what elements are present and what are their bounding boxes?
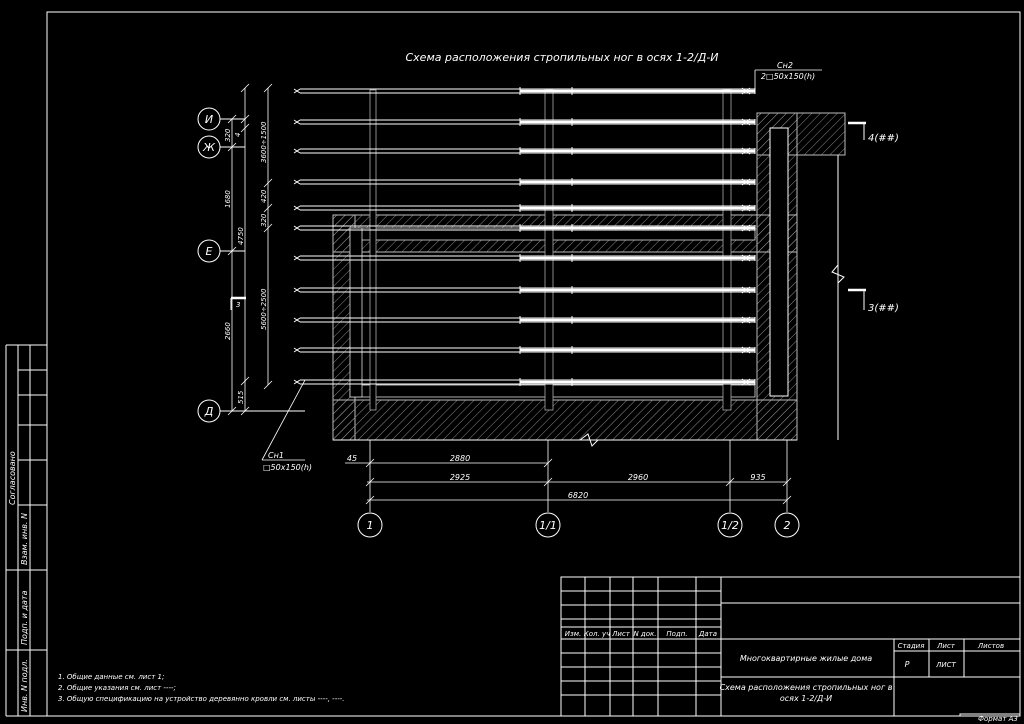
axis-label-I: И [205,113,213,126]
stamp-col-izm: Изм. [565,630,581,638]
stamp-sheet-title-1: Схема расположения стропильных ног в [720,683,893,692]
beam-label-bottom-2: □50х150(h) [263,463,312,472]
rafter [293,87,756,95]
column-axes [357,512,800,538]
side-label-inv-orig: Инв. N подл. [20,659,29,712]
rafter [293,224,756,232]
dim-spacing-2: 420 [260,189,268,203]
side-label-sign-date: Подп. и дата [20,590,29,645]
dim-935: 935 [750,473,765,482]
rafter [293,178,756,186]
dim-2925: 2925 [450,473,470,482]
side-label-swap-inv: Взам. инв. N [20,513,29,565]
side-label-agreed: Согласовано [8,451,17,505]
left-dimensions [227,83,273,416]
stamp-col-list: Лист [611,630,631,638]
dim-4: 4 [234,133,242,137]
dim-320-left: 320 [224,128,232,142]
axis-label-1: 1 [367,519,374,532]
beam-label-top-1: Сн2 [777,61,793,70]
axis-label-2: 2 [784,519,791,532]
rafter [293,378,756,386]
dim-2660: 2660 [224,322,232,340]
stamp-col-kol: Кол. уч [584,630,610,638]
stamp-sheet-title-2: осях 1-2/Д-И [780,694,832,703]
dim-spacing-1: 3600÷1500 [260,121,268,163]
beam-label-top-2: 2□50х150(h) [761,72,815,81]
stamp-stage-header: Стадия [898,642,925,650]
rafter-group [293,87,756,386]
beam-labels: Сн2 2□50х150(h) Сн1 □50х150(h) [261,61,822,472]
dim-3: 3 [236,301,240,309]
rafter [293,118,756,126]
rafter [293,204,756,212]
dim-2880: 2880 [450,454,470,463]
format-label: Формат А3 [978,715,1018,723]
section-marks [230,121,866,310]
dim-6820: 6820 [568,491,588,500]
rafter [293,286,756,294]
note-3: 3. Общую спецификацию на устройство дере… [58,695,345,703]
stamp-col-podp: Подп. [666,630,687,638]
drawing-title: Схема расположения стропильных ног в ося… [405,51,718,64]
axis-label-Zh: Ж [202,141,216,154]
note-1: 1. Общие данные см. лист 1; [58,673,164,681]
wall-structure [332,89,846,447]
beam-label-bottom-1: Сн1 [268,451,284,460]
note-2: 2. Общие указания см. лист ----; [58,684,176,692]
dim-515: 515 [237,390,245,404]
axis-label-D: Д [204,405,214,418]
sheet-frame [5,11,1021,717]
axis-label-1-1: 1/1 [539,519,557,532]
stamp-sheet-header: Лист [936,642,956,650]
title-block [560,576,1021,717]
stamp-col-data: Дата [698,630,717,638]
axis-label-E: Е [206,245,213,258]
dim-1680: 1680 [224,190,232,208]
stamp-stage-value: Р [905,660,910,669]
side-labels: Согласовано Взам. инв. N Подп. и дата Ин… [8,451,29,712]
axis-label-1-2: 1/2 [721,519,739,532]
stamp-project: Многоквартирные жилые дома [740,654,872,663]
row-axes [197,107,305,423]
stamp-col-ndok: N док. [633,630,656,638]
section-mark-upper: 4(##) [868,133,899,144]
rafter [293,346,756,354]
section-mark-lower: 3(##) [868,303,899,314]
stamp-sheet-value: ЛИСТ [935,661,956,669]
dim-spacing-3: 320 [260,213,268,227]
bottom-dimensions [345,440,792,512]
stamp-sheets-header: Листов [977,642,1004,650]
dim-2960: 2960 [628,473,648,482]
dim-45: 45 [347,454,357,463]
rafter [293,254,756,262]
rafter [293,147,756,155]
dim-4750: 4750 [237,227,245,245]
rafter [293,316,756,324]
dim-spacing-4: 5600÷2500 [260,288,268,330]
